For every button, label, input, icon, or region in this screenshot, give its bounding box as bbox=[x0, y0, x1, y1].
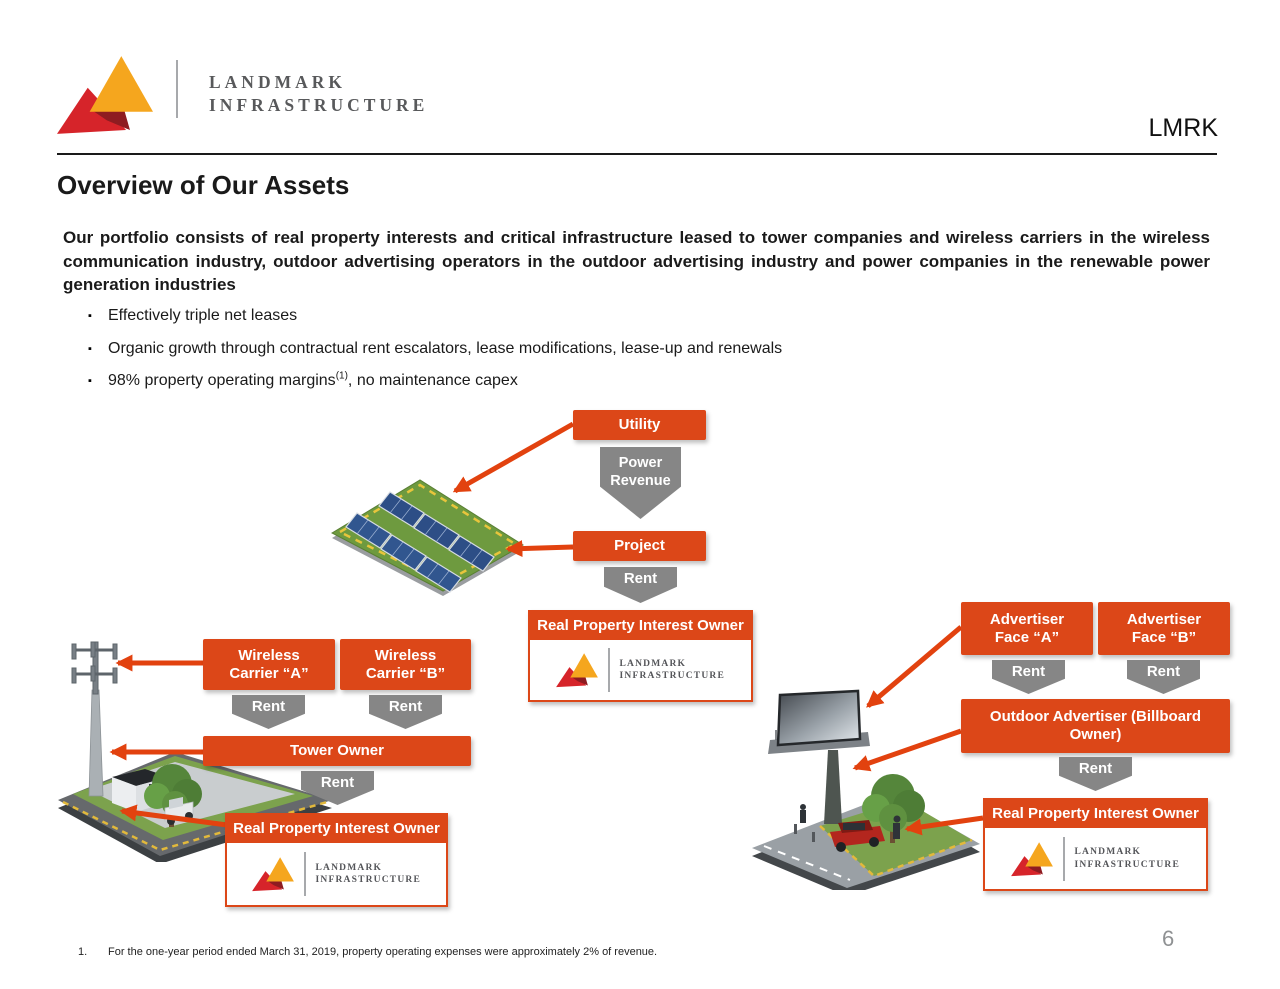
brand-wordmark: LANDMARK INFRASTRUCTURE bbox=[209, 71, 428, 117]
logo-divider bbox=[176, 60, 178, 118]
bullet-square-icon: ▪ bbox=[88, 375, 92, 387]
ticker-symbol: LMRK bbox=[1148, 114, 1218, 142]
wireless-carrier-b-box: Wireless Carrier “B” bbox=[340, 639, 471, 690]
bullet-item: ▪ 98% property operating margins(1), no … bbox=[88, 371, 1028, 392]
landmark-logo: LANDMARK INFRASTRUCTURE bbox=[556, 648, 725, 692]
bullet-text: Effectively triple net leases bbox=[108, 307, 298, 324]
rent-arrow: Rent bbox=[992, 660, 1065, 694]
bullet-text: Organic growth through contractual rent … bbox=[108, 339, 783, 357]
landmark-logo-icon bbox=[1011, 841, 1053, 877]
header-rule bbox=[57, 153, 1217, 155]
landmark-logo: LANDMARK INFRASTRUCTURE bbox=[252, 852, 421, 896]
bullet-item: ▪ Organic growth through contractual ren… bbox=[88, 339, 1028, 360]
bullet-list: ▪ Effectively triple net leases ▪ Organi… bbox=[88, 306, 1028, 404]
tower-owner-box: Tower Owner bbox=[203, 736, 471, 766]
advertiser-face-a-box: Advertiser Face “A” bbox=[961, 602, 1093, 655]
real-property-owner-box-left: Real Property Interest Owner LANDMARK IN… bbox=[225, 813, 448, 907]
real-property-owner-box-center: Real Property Interest Owner LANDMARK IN… bbox=[528, 610, 753, 702]
utility-box: Utility bbox=[573, 410, 706, 440]
landmark-logo-icon bbox=[556, 652, 598, 688]
footnote-number: 1. bbox=[78, 946, 88, 958]
logo-divider bbox=[1063, 836, 1065, 881]
rent-arrow: Rent bbox=[369, 695, 442, 729]
landmark-logo: LANDMARK INFRASTRUCTURE bbox=[1011, 836, 1180, 881]
solar-farm-illustration bbox=[330, 479, 524, 596]
brand-line2: INFRASTRUCTURE bbox=[209, 95, 429, 115]
landmark-logo-icon bbox=[252, 856, 294, 892]
brand-line1: LANDMARK bbox=[209, 72, 346, 92]
footnote-text: For the one-year period ended March 31, … bbox=[108, 946, 658, 958]
rent-arrow: Rent bbox=[604, 567, 677, 603]
rent-arrow: Rent bbox=[1127, 660, 1200, 694]
bullet-item: ▪ Effectively triple net leases bbox=[88, 306, 1028, 327]
real-property-owner-label: Real Property Interest Owner bbox=[227, 815, 446, 843]
real-property-owner-box-right: Real Property Interest Owner LANDMARK IN… bbox=[983, 798, 1208, 891]
rent-arrow: Rent bbox=[1059, 757, 1132, 791]
real-property-owner-label: Real Property Interest Owner bbox=[985, 800, 1206, 828]
logo-divider bbox=[608, 648, 610, 692]
real-property-owner-label: Real Property Interest Owner bbox=[530, 612, 751, 640]
footnote-ref: (1) bbox=[335, 370, 348, 382]
advertiser-face-b-box: Advertiser Face “B” bbox=[1098, 602, 1230, 655]
page-number: 6 bbox=[1162, 926, 1175, 951]
billboard-site-illustration bbox=[752, 689, 980, 890]
project-box: Project bbox=[573, 531, 706, 561]
intro-paragraph: Our portfolio consists of real property … bbox=[63, 228, 1210, 294]
wireless-carrier-a-box: Wireless Carrier “A” bbox=[203, 639, 335, 690]
page-title: Overview of Our Assets bbox=[57, 170, 350, 200]
logo-divider bbox=[304, 852, 306, 896]
bullet-text: 98% property operating margins(1), no ma… bbox=[108, 370, 518, 389]
power-revenue-arrow: Power Revenue bbox=[600, 447, 681, 519]
bullet-square-icon: ▪ bbox=[88, 342, 92, 355]
bullet-square-icon: ▪ bbox=[88, 310, 92, 322]
outdoor-advertiser-box: Outdoor Advertiser (Billboard Owner) bbox=[961, 699, 1230, 753]
landmark-logo-icon bbox=[57, 53, 153, 136]
